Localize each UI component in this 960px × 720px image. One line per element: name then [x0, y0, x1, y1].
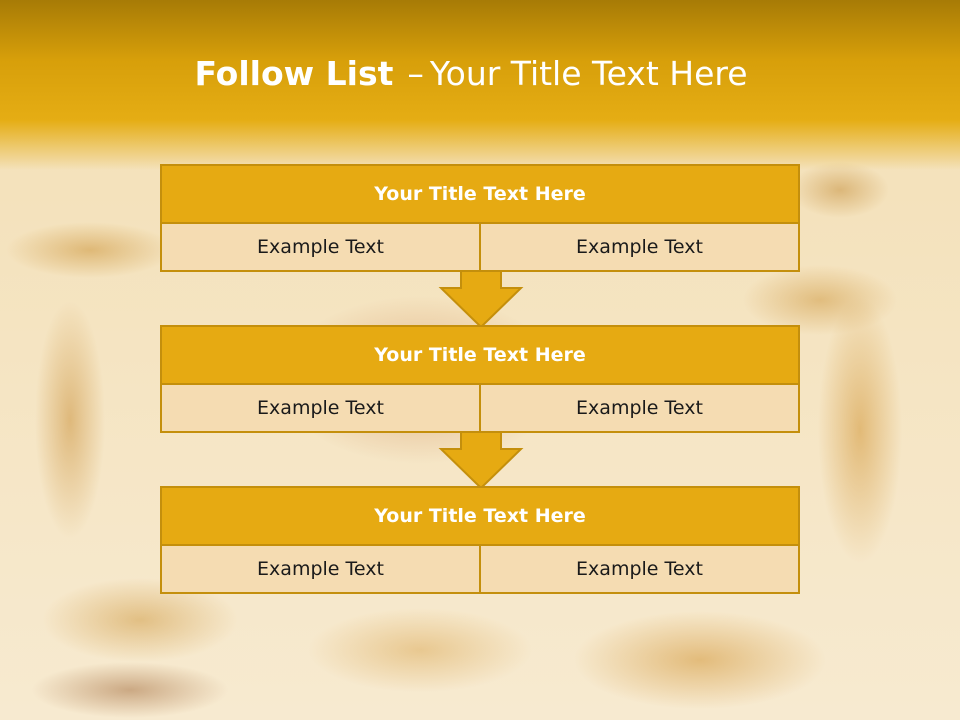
step-title: Your Title Text Here — [162, 327, 798, 385]
title-separator: – — [407, 54, 424, 93]
down-arrow-icon — [438, 431, 524, 490]
step-cell-right: Example Text — [479, 224, 798, 270]
step-block-3: Your Title Text Here Example Text Exampl… — [160, 486, 800, 594]
step-row: Example Text Example Text — [162, 385, 798, 431]
step-cell-right: Example Text — [479, 546, 798, 592]
step-title: Your Title Text Here — [162, 166, 798, 224]
step-block-2: Your Title Text Here Example Text Exampl… — [160, 325, 800, 433]
title-rest: Your Title Text Here — [429, 54, 748, 93]
slide-title: Follow List–Your Title Text Here — [0, 54, 942, 93]
title-bold: Follow List — [194, 54, 394, 93]
step-title: Your Title Text Here — [162, 488, 798, 546]
step-row: Example Text Example Text — [162, 224, 798, 270]
step-cell-left: Example Text — [257, 236, 384, 258]
step-row: Example Text Example Text — [162, 546, 798, 592]
step-cell-left: Example Text — [257, 558, 384, 580]
step-cell-right: Example Text — [479, 385, 798, 431]
step-block-1: Your Title Text Here Example Text Exampl… — [160, 164, 800, 272]
step-cell-left: Example Text — [257, 397, 384, 419]
down-arrow-icon — [438, 270, 524, 329]
header-band — [0, 0, 960, 170]
